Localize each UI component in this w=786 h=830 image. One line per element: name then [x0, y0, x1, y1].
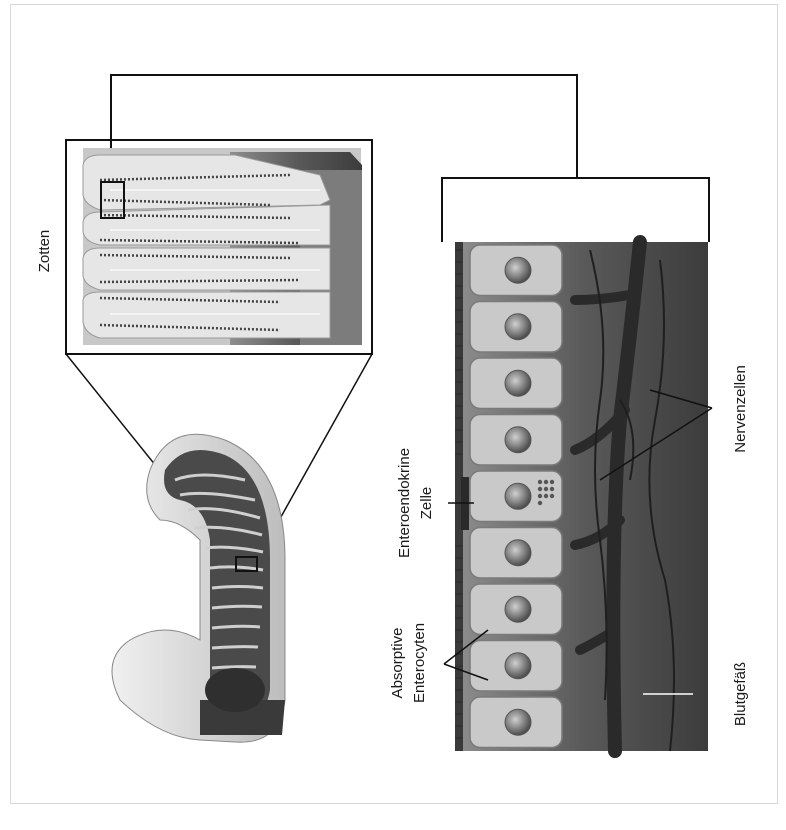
cell-nucleus [505, 370, 531, 396]
secretory-granule [538, 480, 542, 484]
secretory-granule [538, 494, 542, 498]
cell-nucleus [505, 653, 531, 679]
cell-panel [455, 242, 708, 751]
secretory-granule [538, 501, 542, 505]
label-enteroendocrine-line2: Zelle [418, 487, 435, 520]
secretory-granule [544, 480, 548, 484]
cell-nucleus [505, 483, 531, 509]
villi-inset [66, 140, 372, 354]
secretory-granule [544, 487, 548, 491]
secretory-granule [550, 480, 554, 484]
label-nerve-cells: Nervenzellen [732, 365, 749, 453]
cell-nucleus [505, 257, 531, 283]
cell-nucleus [505, 540, 531, 566]
cell-nucleus [505, 596, 531, 622]
secretory-granule [550, 487, 554, 491]
intestine-segment [112, 434, 285, 742]
label-villi: Zotten [36, 230, 53, 273]
label-absorptive-line2: Enterocyten [411, 623, 428, 703]
label-absorptive-line1: Absorptive [389, 628, 406, 699]
cell-nucleus [505, 427, 531, 453]
secretory-granule [544, 494, 548, 498]
label-enteroendocrine-line1: Enteroendokrine [396, 448, 413, 558]
cell-nucleus [505, 314, 531, 340]
secretory-granule [538, 487, 542, 491]
label-blood-vessel: Blutgefäß [732, 662, 749, 726]
secretory-granule [550, 494, 554, 498]
epithelial-cells [470, 245, 562, 748]
cell-nucleus [505, 709, 531, 735]
